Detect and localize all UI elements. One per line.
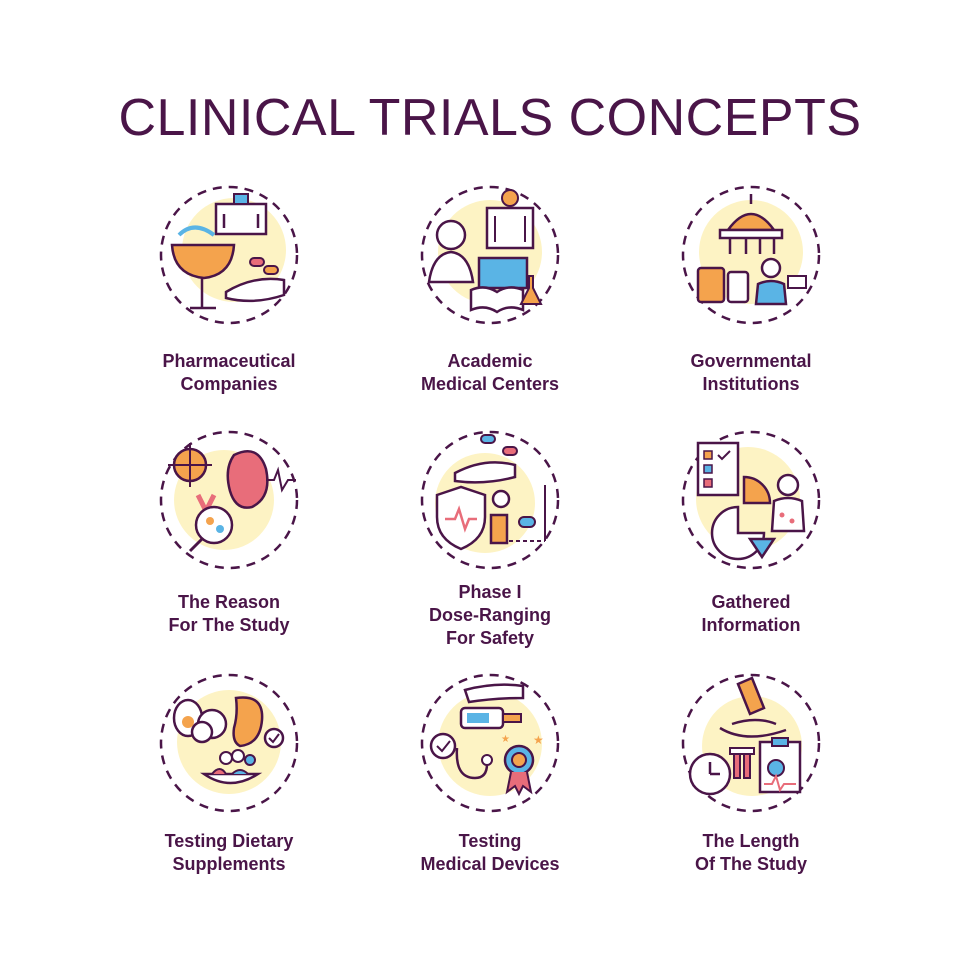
medical-devices-icon: ★ ★ — [415, 668, 565, 818]
concept-card-reason-for-study: The Reason For The Study — [79, 425, 379, 645]
concept-label-medical-devices: Testing Medical Devices — [340, 830, 640, 876]
concept-label-dietary-supplements: Testing Dietary Supplements — [79, 830, 379, 876]
concept-label-line: Dose-Ranging — [428, 605, 551, 625]
concept-card-dose-ranging: Phase I Dose-Ranging For Safety — [340, 425, 640, 665]
concept-label-line: Of The Study — [695, 854, 807, 874]
concept-card-academic-medical-centers: Academic Medical Centers — [340, 180, 640, 400]
concept-label-line: The Length — [702, 831, 800, 851]
concept-card-pharmaceutical-companies: Pharmaceutical Companies — [79, 180, 379, 400]
concept-label-length-of-study: The Length Of The Study — [601, 830, 901, 876]
concept-label-governmental-institutions: Governmental Institutions — [601, 350, 901, 396]
concept-label-line: Information — [701, 615, 801, 635]
length-of-study-icon — [676, 668, 826, 818]
concept-label-line: Governmental — [690, 351, 812, 371]
concept-label-line: Testing Dietary — [164, 831, 294, 851]
concept-card-dietary-supplements: Testing Dietary Supplements — [79, 668, 379, 888]
concept-card-governmental-institutions: Governmental Institutions — [601, 180, 901, 400]
pharmaceutical-companies-icon — [154, 180, 304, 330]
concept-label-line: Medical Centers — [420, 374, 560, 394]
dietary-supplements-icon — [154, 668, 304, 818]
concept-label-line: Testing — [458, 831, 522, 851]
page-title: CLINICAL TRIALS CONCEPTS — [118, 89, 862, 147]
concept-label-reason-for-study: The Reason For The Study — [79, 591, 379, 637]
dose-ranging-icon — [415, 425, 565, 575]
gathered-information-icon — [676, 425, 826, 575]
reason-for-study-icon — [154, 425, 304, 575]
svg-text:★: ★ — [533, 733, 544, 747]
concept-card-length-of-study: The Length Of The Study — [601, 668, 901, 888]
concept-label-dose-ranging: Phase I Dose-Ranging For Safety — [340, 581, 640, 650]
concept-label-pharmaceutical-companies: Pharmaceutical Companies — [79, 350, 379, 396]
concept-label-line: Academic — [447, 351, 533, 371]
concept-label-line: Medical Devices — [420, 854, 560, 874]
concept-label-gathered-information: Gathered Information — [601, 591, 901, 637]
svg-text:★: ★ — [501, 734, 510, 745]
concept-label-line: Institutions — [702, 374, 800, 394]
concept-label-line: Gathered — [711, 592, 791, 612]
concept-label-line: For Safety — [445, 628, 535, 648]
concept-label-line: Supplements — [172, 854, 286, 874]
concept-card-gathered-information: Gathered Information — [601, 425, 901, 645]
concept-label-academic-medical-centers: Academic Medical Centers — [340, 350, 640, 396]
concept-label-line: The Reason — [177, 592, 281, 612]
concept-label-line: For The Study — [168, 615, 290, 635]
governmental-institutions-icon — [676, 180, 826, 330]
concept-card-medical-devices: ★ ★ Testing Medical Devices — [340, 668, 640, 888]
concept-label-line: Companies — [180, 374, 278, 394]
academic-medical-centers-icon — [415, 180, 565, 330]
concept-label-line: Pharmaceutical — [162, 351, 296, 371]
concept-label-line: Phase I — [458, 582, 522, 602]
